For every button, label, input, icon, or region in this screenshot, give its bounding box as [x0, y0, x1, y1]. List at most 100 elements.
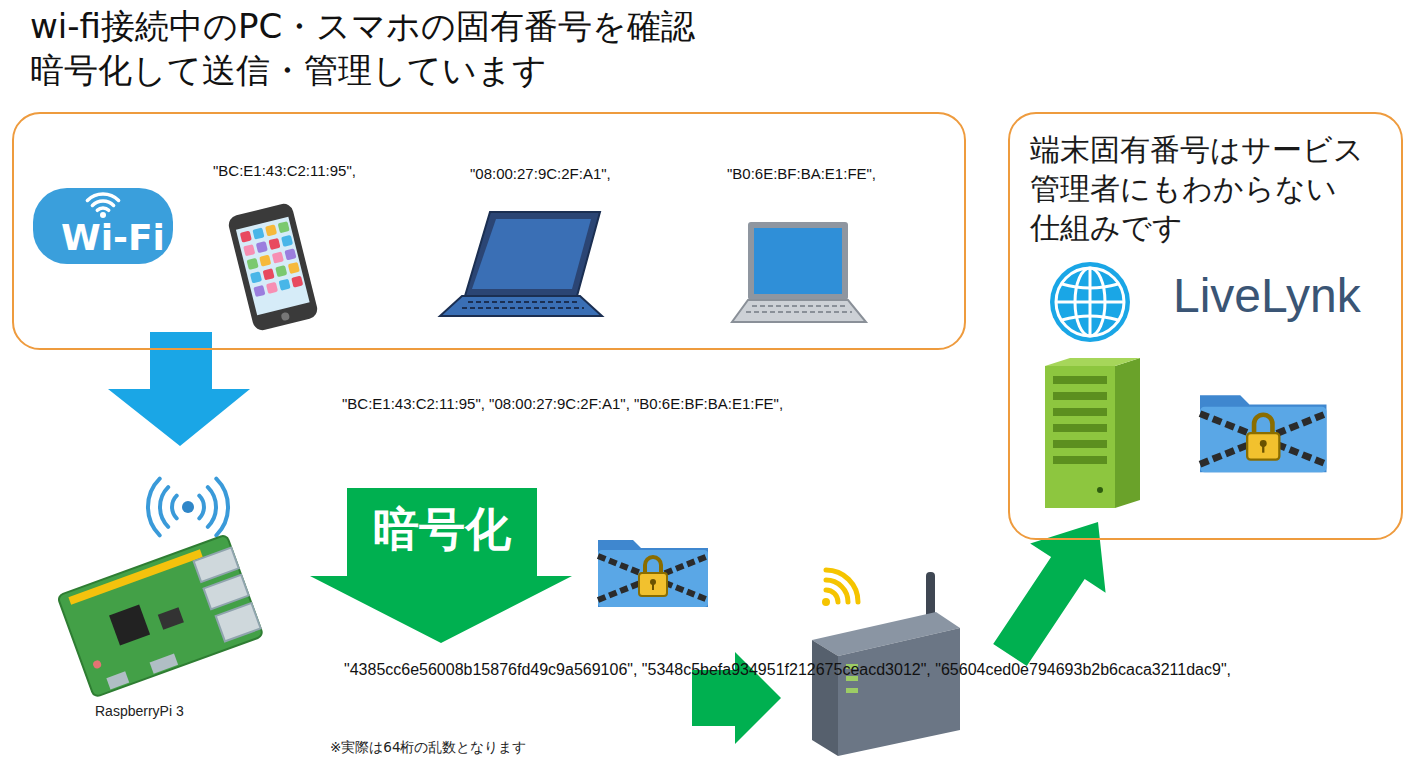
mac-address-list: "BC:E1:43:C2:11:95", "08:00:27:9C:2F:A1"…	[330, 385, 795, 423]
smartphone-icon	[227, 202, 320, 332]
wireless-symbol	[199, 496, 204, 519]
brand-logo: LiveLynk	[1173, 268, 1361, 323]
smartphone-icon	[243, 244, 255, 256]
raspberry-pi-board	[57, 534, 263, 697]
wireless-symbol	[148, 479, 228, 536]
raspberry-pi-board	[106, 671, 129, 689]
footnote: ※実際は64桁の乱数となります	[330, 739, 527, 757]
router-icon	[822, 598, 830, 606]
server-icon	[1045, 358, 1140, 508]
flow-arrow	[993, 522, 1105, 666]
speech-bubble: "4385cc6e56008b15876fd49c9a569106", "534…	[330, 650, 1245, 690]
smartphone-icon	[253, 285, 265, 297]
smartphone-icon	[265, 224, 277, 236]
router-icon	[812, 640, 838, 756]
smartphone-icon	[259, 255, 271, 267]
globe-icon	[1062, 316, 1118, 320]
laptop-icon	[748, 222, 848, 300]
wifi-dot	[100, 212, 106, 218]
server-icon	[1097, 487, 1103, 493]
smartphone-icon	[227, 202, 320, 332]
arrow-shape	[310, 488, 572, 643]
raspberry-pi-board	[158, 607, 184, 630]
laptop-icon	[462, 307, 584, 309]
wireless-symbol	[172, 496, 177, 519]
laptop-icon	[465, 212, 600, 296]
globe-icon	[1050, 262, 1130, 342]
speech-bubble: "08:00:27:9C:2F:A1",	[438, 139, 623, 193]
server-icon	[1053, 392, 1107, 400]
speech-bubble: "B0:6E:BF:BA:E1:FE",	[695, 139, 888, 193]
smartphone-icon	[266, 282, 278, 294]
smartphone-icon	[278, 221, 290, 233]
hash-list: "4385cc6e56008b15876fd49c9a569106", "534…	[330, 650, 1245, 690]
server-icon	[1053, 440, 1107, 448]
router-icon	[826, 580, 848, 602]
server-icon	[1053, 424, 1107, 432]
smartphone-icon	[288, 262, 300, 274]
smartphone-icon	[281, 235, 293, 247]
server-icon	[1053, 376, 1107, 464]
wireless-symbol	[148, 479, 160, 536]
router-icon	[826, 570, 858, 602]
smartphone-icon	[247, 258, 259, 270]
server-icon	[1053, 456, 1107, 464]
mac-address: "BC:E1:43:C2:11:95",	[201, 152, 368, 190]
smartphone-icon	[256, 241, 268, 253]
wifi-arc	[97, 208, 108, 210]
locked-folder	[598, 540, 708, 607]
smartphone-icon	[263, 268, 275, 280]
raspberry-pi-board	[204, 575, 249, 609]
laptop-icon	[732, 222, 866, 322]
server-icon	[1053, 376, 1107, 384]
smartphone-icon	[240, 231, 252, 243]
server-icon	[1045, 358, 1140, 366]
device-group-panel: Wi-Fi "BC:E1:43:C2:11:95", "08:00:27:9C:2F…	[12, 112, 966, 350]
globe-icon	[1050, 262, 1130, 342]
raspberry-pi-board	[92, 659, 102, 669]
mac-address: "08:00:27:9C:2F:A1",	[458, 155, 623, 193]
router-icon	[822, 570, 858, 606]
smartphone-icon	[240, 221, 304, 297]
smartphone-icon	[252, 227, 264, 239]
raspberry-pi-board	[150, 654, 179, 674]
locked-folder	[1200, 395, 1327, 472]
server-icon	[1115, 358, 1140, 508]
laptop-icon	[440, 296, 602, 316]
globe-icon	[1062, 284, 1118, 288]
router-icon	[826, 590, 838, 602]
speech-bubble: "BC:E1:43:C2:11:95", "08:00:27:9C:2F:A1"…	[330, 385, 795, 423]
laptop-icon	[472, 219, 591, 289]
mac-address: "B0:6E:BF:BA:E1:FE",	[715, 155, 888, 193]
raspberry-pi-board	[68, 549, 202, 604]
arrow-text: 暗号化	[347, 488, 537, 557]
wireless-symbol	[182, 501, 194, 513]
raspberry-pi-board	[57, 534, 263, 697]
smartphone-icon	[268, 238, 280, 250]
server-panel: 端末固有番号はサービス 管理者にもわからない 仕組みです	[1008, 112, 1403, 540]
smartphone-icon	[291, 276, 303, 288]
laptop-icon	[732, 300, 866, 322]
logo-text: Wi-Fi	[61, 218, 165, 264]
laptop-icon	[754, 228, 842, 294]
smartphone-icon	[280, 312, 290, 322]
globe-icon	[1056, 301, 1124, 304]
smartphone-icon	[236, 217, 310, 315]
laptop-icon	[468, 301, 578, 303]
raspberry-pi-board	[216, 603, 261, 641]
wireless-symbol	[160, 487, 168, 527]
wifi-logo: Wi-Fi	[33, 188, 173, 264]
server-icon	[1053, 408, 1107, 416]
smartphone-icon	[279, 279, 291, 291]
wireless-symbol	[216, 479, 228, 536]
raspberry-pi-board	[194, 548, 239, 582]
part-name: RaspberryPi 3	[95, 703, 184, 719]
raspberry-pi-board	[109, 604, 150, 645]
wifi-arc	[92, 201, 113, 205]
wireless-symbol	[208, 487, 216, 527]
smartphone-icon	[250, 271, 262, 283]
